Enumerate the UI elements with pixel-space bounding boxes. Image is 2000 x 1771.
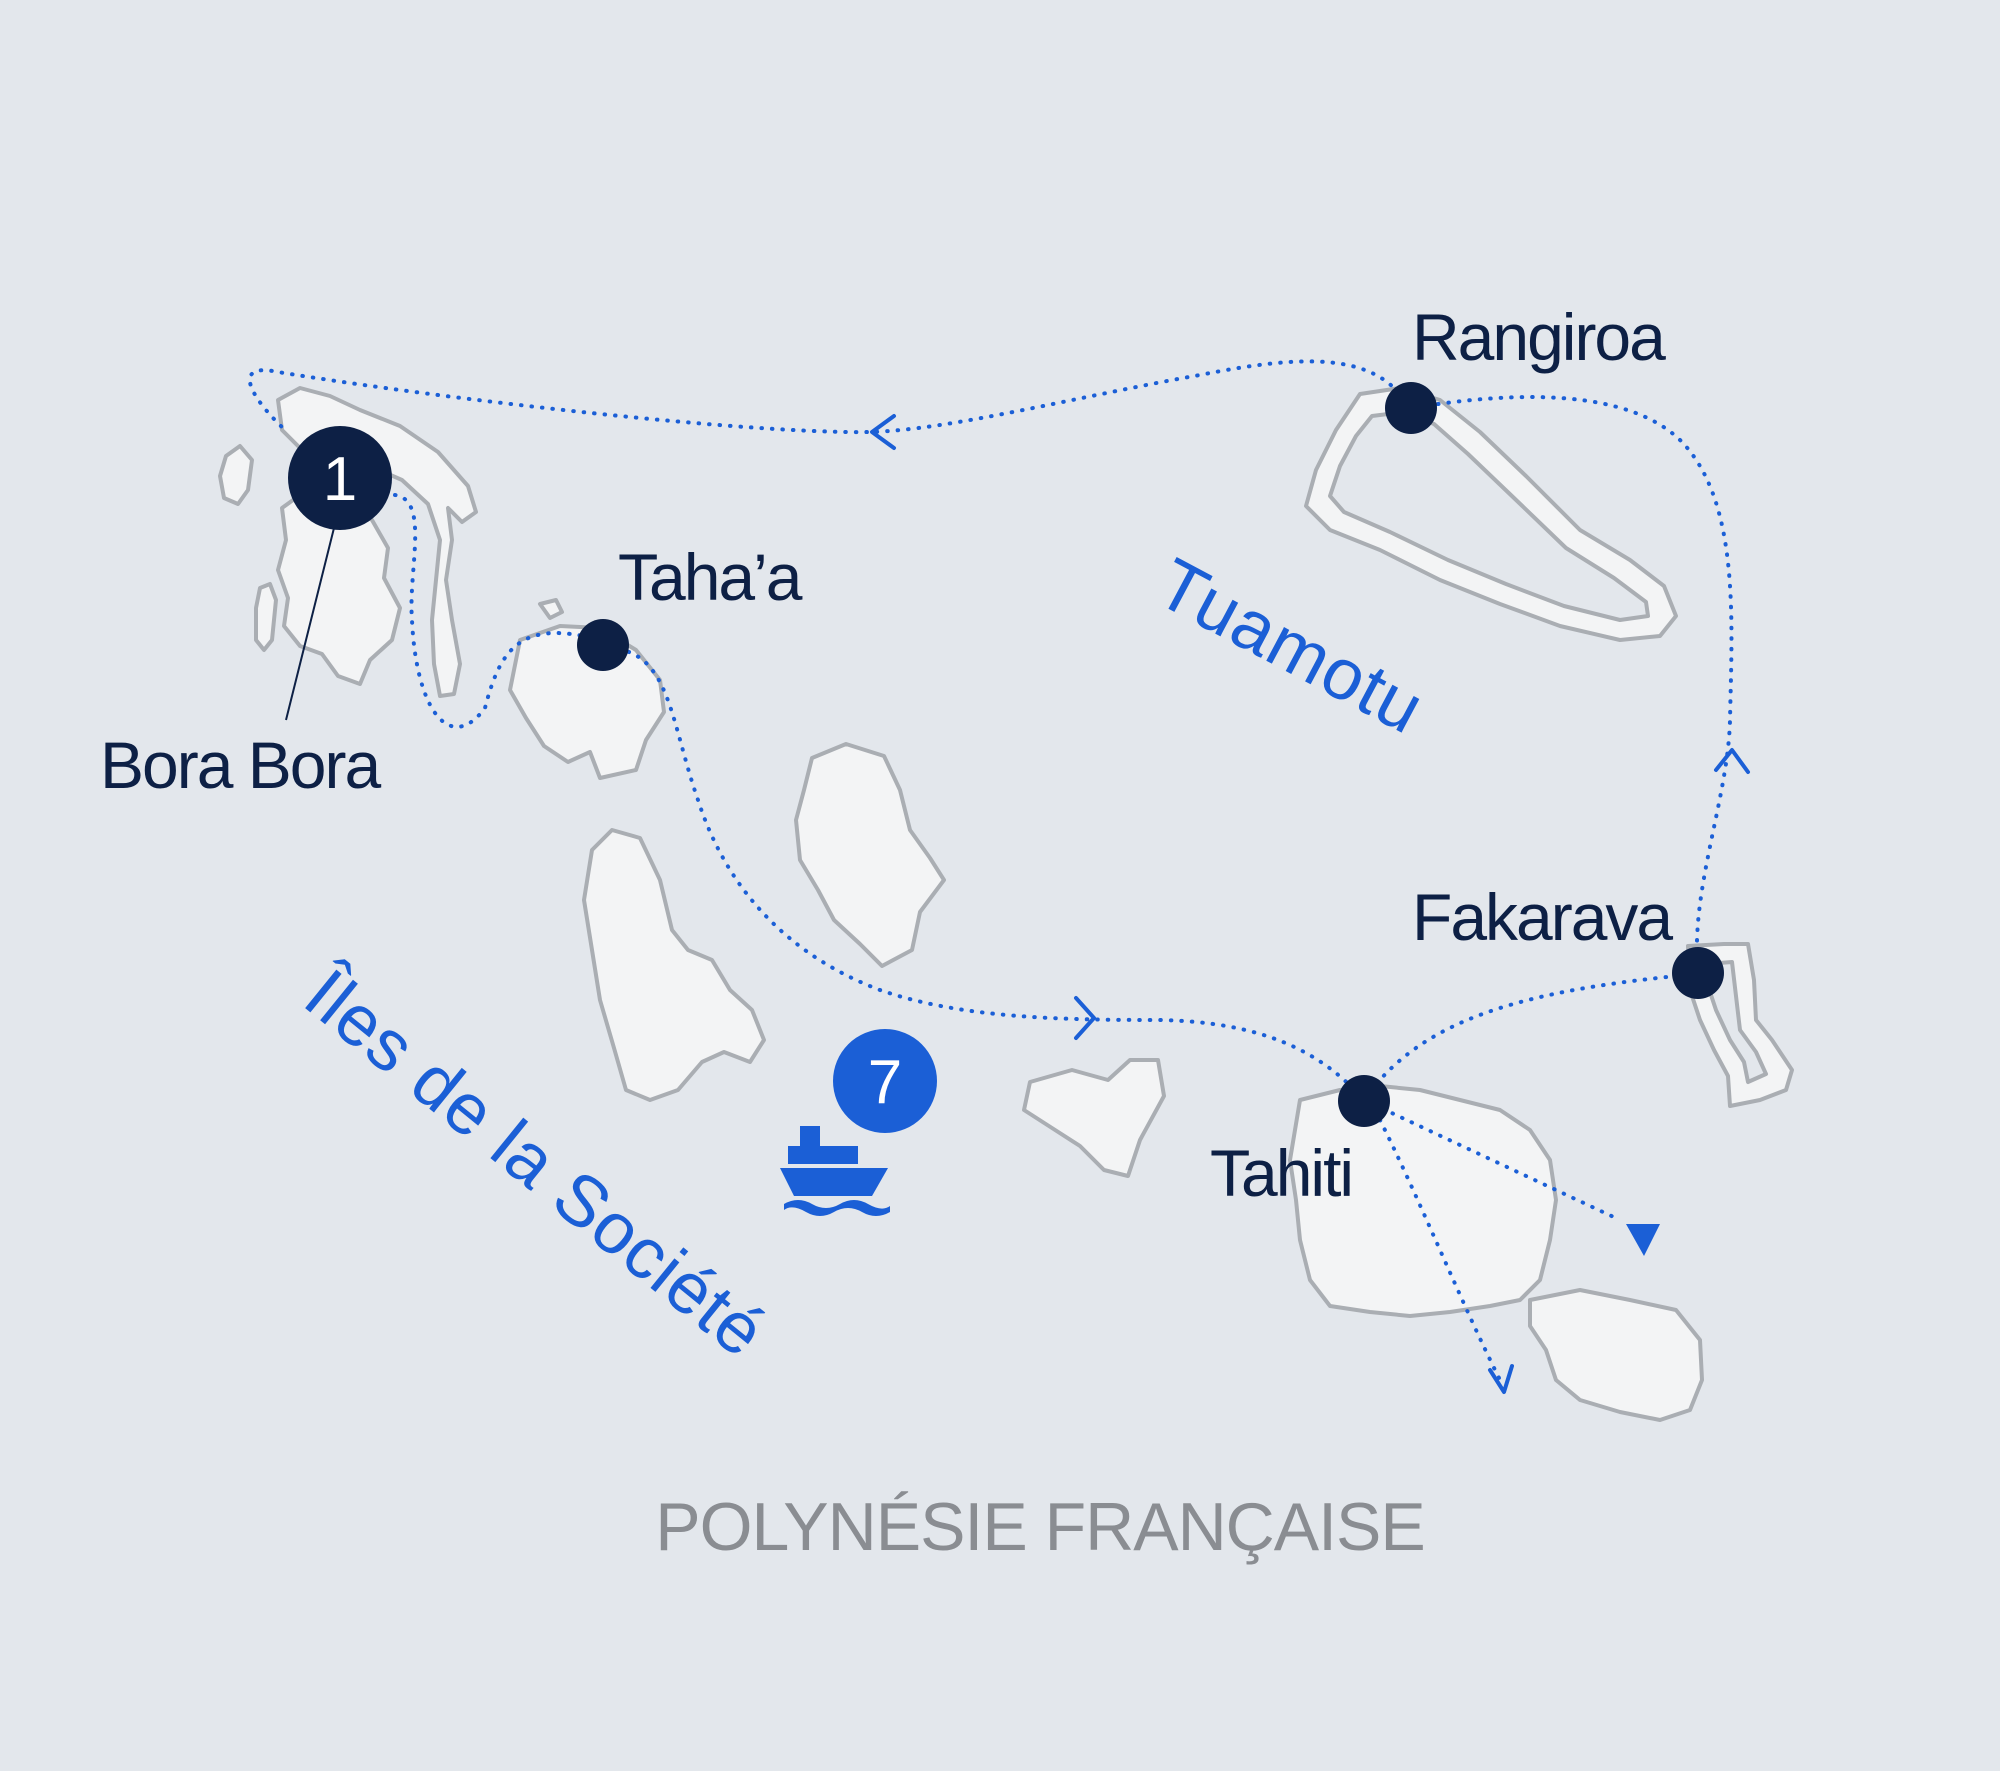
port-marker-rangiroa[interactable] <box>1385 382 1437 434</box>
start-badge-number: 1 <box>323 445 357 514</box>
port-markers <box>577 382 1724 1127</box>
label-tahiti: Tahiti <box>1210 1136 1352 1210</box>
nights-badge-number: 7 <box>868 1048 902 1117</box>
island-bora-bora-islet-south <box>254 582 278 652</box>
nights-badge[interactable]: 7 <box>833 1029 937 1133</box>
bora-bora-leader-line <box>285 527 335 721</box>
arrowhead-triangle-icon <box>1626 1224 1660 1256</box>
chevron-down-icon <box>1488 1364 1514 1394</box>
route-tahiti-excursion-south <box>1378 1118 1502 1382</box>
island-tahaa-islet <box>538 598 564 620</box>
island-huahine <box>794 742 946 968</box>
route-bora-bora-to-tahaa <box>393 493 602 729</box>
place-labels: Bora Bora Taha’a Rangiroa Fakarava Tahit… <box>100 300 1675 1210</box>
port-marker-tahiti[interactable] <box>1338 1075 1390 1127</box>
route-direction-markers <box>870 414 1750 1394</box>
label-fakarava: Fakarava <box>1412 880 1673 954</box>
island-raiatea <box>582 828 766 1102</box>
route-fakarava-to-rangiroa <box>1410 395 1734 974</box>
island-rangiroa <box>1304 386 1678 642</box>
label-rangiroa: Rangiroa <box>1412 300 1666 374</box>
port-marker-tahaa[interactable] <box>577 619 629 671</box>
chevron-up-icon <box>1714 748 1750 774</box>
island-bora-bora-islet-west <box>218 444 254 506</box>
island-moorea <box>1022 1058 1166 1178</box>
cruise-route <box>247 359 1734 1382</box>
route-tahaa-to-tahiti <box>606 646 1366 1102</box>
chevron-left-icon <box>870 414 896 450</box>
island-fakarava <box>1686 942 1794 1108</box>
chevron-right-icon <box>1074 996 1096 1040</box>
start-badge-circle <box>288 426 392 530</box>
start-badge[interactable]: 1 <box>288 426 392 530</box>
port-marker-fakarava[interactable] <box>1672 947 1724 999</box>
islands <box>218 386 1794 1422</box>
cruise-ship-icon <box>780 1126 890 1216</box>
label-tahaa: Taha’a <box>618 540 803 614</box>
label-bora-bora: Bora Bora <box>100 728 381 802</box>
country-label: POLYNÉSIE FRANÇAISE <box>655 1489 1425 1565</box>
nights-badge-circle <box>833 1029 937 1133</box>
island-tahiti <box>1288 1084 1558 1318</box>
island-tahiti-iti <box>1528 1288 1704 1422</box>
